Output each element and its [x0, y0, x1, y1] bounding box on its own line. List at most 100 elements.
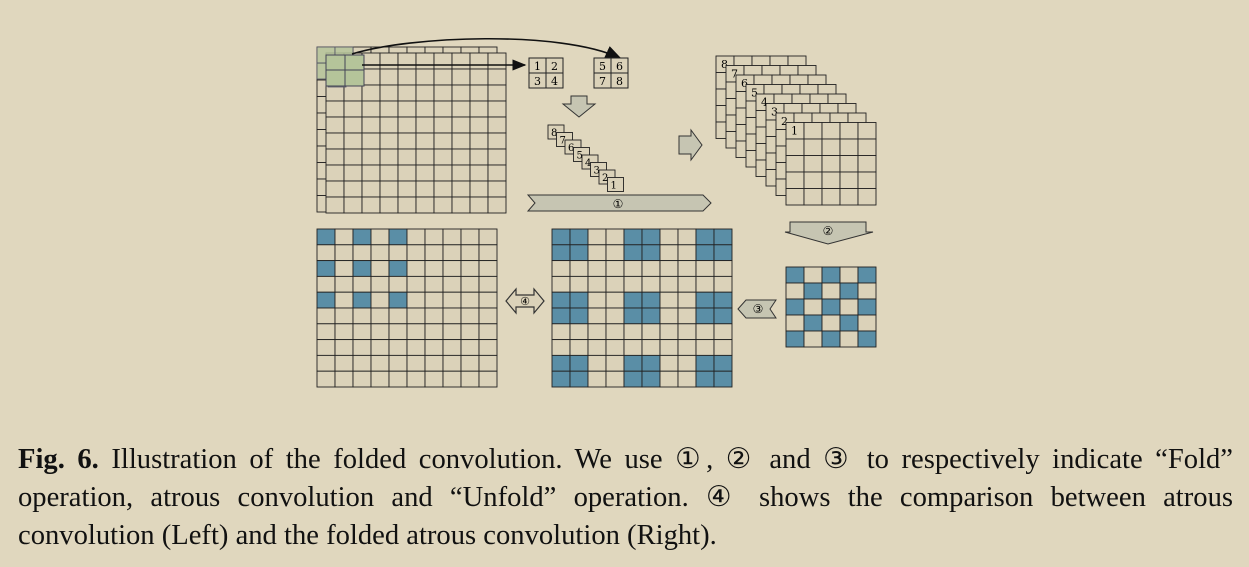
grid-cell	[641, 260, 661, 277]
grid-cell	[605, 291, 625, 309]
grid-cell	[713, 228, 733, 246]
grid-cell	[478, 275, 498, 293]
grid-cell	[388, 291, 408, 309]
grid-cell	[803, 282, 823, 300]
grid-cell	[415, 116, 435, 134]
grid-cell	[803, 138, 823, 156]
grid-cell	[695, 370, 715, 388]
grid-cell	[325, 116, 345, 134]
grid-cell	[388, 370, 408, 388]
kernel-highlight	[316, 46, 365, 88]
grid-cell	[379, 116, 399, 134]
grid-cell	[803, 155, 823, 173]
grid-cell	[623, 244, 643, 262]
grid-cell	[442, 323, 462, 341]
grid-cell	[605, 339, 625, 356]
grid-cell	[451, 68, 471, 86]
grid-cell	[713, 370, 733, 388]
grid-cell	[641, 323, 661, 341]
step-atrous-label: ②	[823, 224, 834, 238]
atrous-step-arrow: ②	[784, 221, 874, 245]
grid-cell	[605, 370, 625, 388]
grid-cell	[478, 307, 498, 325]
grid-cell	[487, 100, 507, 118]
grid-cell	[839, 314, 859, 332]
caption-text: Illustration of the folded convolution. …	[18, 444, 1234, 551]
grid-cell	[460, 275, 480, 293]
stack-label: 4	[585, 158, 591, 169]
grid-cell	[343, 164, 363, 182]
grid-cell	[424, 244, 444, 262]
grid-cell	[785, 266, 805, 284]
grid-cell	[551, 291, 571, 309]
grid-cell	[659, 228, 679, 246]
grid-cell	[641, 244, 661, 262]
grid-cell	[433, 132, 453, 150]
grid-cell	[415, 180, 435, 198]
grid-cell	[370, 323, 390, 341]
grid-cell	[551, 339, 571, 356]
grid-cell	[487, 68, 507, 86]
grid-cell	[388, 275, 408, 293]
grid-cell	[478, 323, 498, 341]
grid-cell	[388, 228, 408, 246]
grid-cell	[821, 122, 841, 140]
grid-cell	[839, 155, 859, 173]
grid-cell	[785, 298, 805, 316]
grid-cell	[713, 354, 733, 372]
grid-cell	[803, 122, 823, 140]
grid-cell	[352, 260, 372, 277]
grid-cell	[551, 307, 571, 325]
grid-cell	[352, 323, 372, 341]
grid-cell	[551, 275, 571, 293]
grid-cell	[325, 148, 345, 166]
grid-cell	[343, 100, 363, 118]
grid-cell	[839, 122, 859, 140]
grid-cell	[839, 188, 859, 206]
grid-cell	[469, 164, 489, 182]
grid-cell	[316, 291, 336, 309]
grid-cell	[785, 188, 805, 206]
grid-cell	[623, 275, 643, 293]
grid-cell	[415, 52, 435, 70]
grid-cell	[316, 323, 336, 341]
grid-cell	[623, 228, 643, 246]
grid-cell	[397, 148, 417, 166]
grid-cell	[821, 188, 841, 206]
grid-cell	[569, 275, 589, 293]
grid-cell	[605, 228, 625, 246]
grid-cell	[460, 260, 480, 277]
grid-cell	[316, 370, 336, 388]
grid-cell	[379, 68, 399, 86]
grid-cell	[442, 339, 462, 356]
grid-cell	[839, 298, 859, 316]
grid-cell	[334, 244, 354, 262]
small-stack-square: 1	[607, 177, 624, 192]
grid-cell	[641, 370, 661, 388]
grid-cell	[451, 164, 471, 182]
stack-label: 7	[731, 68, 738, 81]
grid-cell	[605, 354, 625, 372]
grid-cell	[424, 260, 444, 277]
grid-cell	[388, 260, 408, 277]
grid-cell	[659, 370, 679, 388]
grid-cell	[695, 354, 715, 372]
grid-cell	[442, 307, 462, 325]
kernel-label: 6	[616, 60, 623, 73]
down-arrow-icon	[561, 95, 597, 118]
grid-cell	[605, 275, 625, 293]
grid-cell	[641, 307, 661, 325]
grid-cell	[803, 314, 823, 332]
grid-cell	[677, 370, 697, 388]
grid-cell	[406, 323, 426, 341]
grid-cell	[406, 228, 426, 246]
grid-cell	[379, 196, 399, 214]
grid-cell	[451, 148, 471, 166]
grid-cell	[677, 260, 697, 277]
grid-cell	[460, 291, 480, 309]
grid-cell	[379, 180, 399, 198]
grid-cell	[379, 132, 399, 150]
grid-cell	[857, 122, 877, 140]
grid-cell	[406, 244, 426, 262]
